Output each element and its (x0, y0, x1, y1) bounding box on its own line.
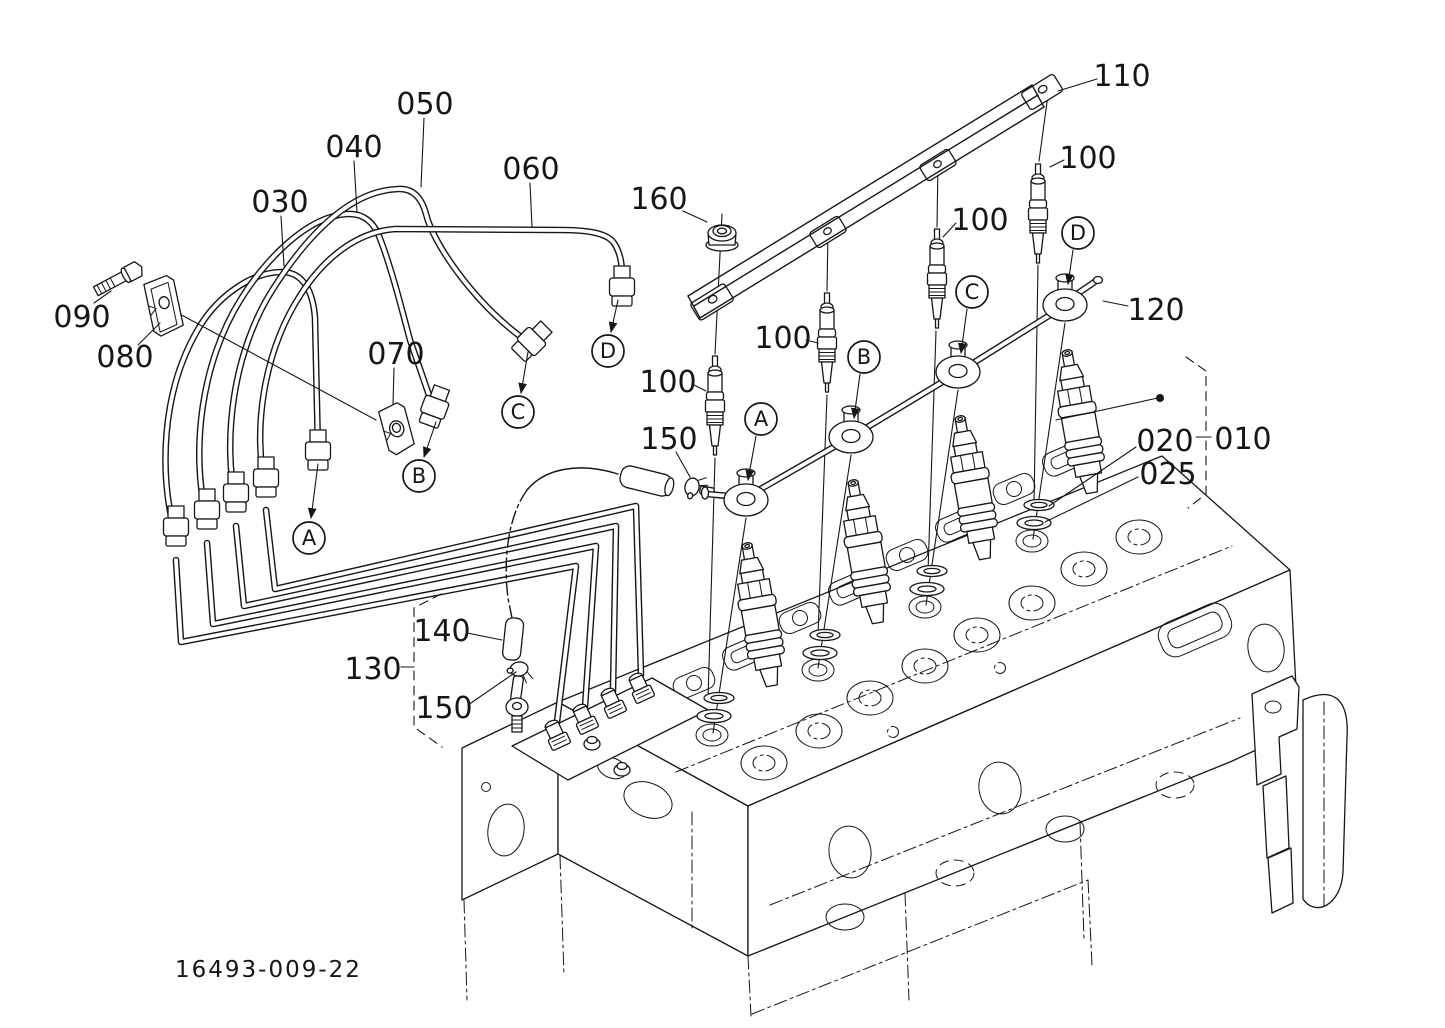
banjo-union-d (1042, 273, 1088, 322)
ref-circle-a-union: A (744, 402, 778, 436)
callout-040: 040 (325, 130, 382, 165)
ref-circle-c-union: C (955, 275, 989, 309)
ref-circle-b-union: B (847, 340, 881, 374)
glow-plug-3 (926, 228, 948, 329)
front-face-ports (769, 602, 1285, 931)
callout-030: 030 (251, 185, 308, 220)
injector-2 (802, 475, 898, 661)
pump-fittings (505, 669, 656, 752)
banjo-union-a (723, 468, 769, 517)
callout-090: 090 (53, 300, 110, 335)
cylinder-head (461, 435, 1348, 1017)
part-callouts: 030 040 050 060 070 080 090 100 100 100 … (53, 59, 1271, 726)
ref-circle-c-pipe: C (501, 395, 535, 429)
ref-circle-a-pipe: A (292, 521, 326, 555)
callout-100-3: 100 (951, 203, 1008, 238)
hose-upper (619, 465, 675, 497)
pipe-clamp-bolt-group (92, 261, 415, 456)
callout-020: 020 (1136, 424, 1193, 459)
pipe-end-ref-circles: A B C D (292, 334, 625, 555)
clamp-070 (378, 402, 415, 456)
union-ref-circles: A B C D (744, 216, 1095, 436)
callout-100-4: 100 (1059, 141, 1116, 176)
callout-110: 110 (1093, 59, 1150, 94)
injector-1 (696, 538, 792, 724)
injectors (696, 345, 1112, 724)
svg-text:D: D (1070, 221, 1086, 245)
callout-100-2: 100 (754, 321, 811, 356)
ref-circle-b-pipe: B (402, 459, 436, 493)
svg-text:C: C (965, 280, 980, 304)
callout-150-upper: 150 (640, 422, 697, 457)
leak-off-pipe (700, 273, 1104, 517)
banjo-union-c (935, 340, 981, 389)
return-elbow (505, 675, 529, 733)
ref-circle-d-union: D (1061, 216, 1095, 250)
callout-130: 130 (344, 652, 401, 687)
callout-060: 060 (502, 152, 559, 187)
callout-100-1: 100 (639, 365, 696, 400)
rail-nut-160 (705, 224, 739, 252)
injector-4 (1016, 345, 1112, 531)
injection-pipe-bundle (162, 185, 636, 547)
callout-160: 160 (630, 182, 687, 217)
group-bracket-010 (1055, 356, 1212, 509)
drawing-number: 16493-009-22 (175, 957, 362, 983)
callout-070: 070 (367, 337, 424, 372)
callout-140: 140 (413, 614, 470, 649)
svg-text:A: A (302, 526, 317, 550)
injector-bores (695, 529, 1049, 747)
leader-lines (93, 78, 1139, 706)
injector-3 (909, 411, 1005, 597)
callout-050: 050 (396, 87, 453, 122)
clamp-080 (143, 274, 184, 337)
callout-010: 010 (1214, 422, 1271, 457)
svg-text:B: B (412, 464, 426, 488)
banjo-union-b (828, 405, 874, 454)
right-end-bracket (1251, 675, 1348, 914)
svg-text:C: C (511, 400, 526, 424)
glow-plug-1 (704, 355, 726, 456)
glow-plug-2 (816, 292, 838, 393)
callout-120: 120 (1127, 293, 1184, 328)
group-bracket-130 (400, 593, 443, 748)
svg-text:D: D (600, 339, 616, 363)
injection-pipe-runs (172, 502, 645, 726)
bolt-090 (92, 261, 143, 297)
hose-140 (502, 617, 525, 661)
glow-plug-rail (687, 73, 1063, 321)
svg-text:B: B (857, 345, 871, 369)
glow-plug-4 (1027, 163, 1049, 264)
callout-080: 080 (96, 340, 153, 375)
ref-circle-d-pipe: D (591, 334, 625, 368)
return-hose-group (502, 465, 715, 687)
svg-text:A: A (754, 407, 769, 431)
callout-025: 025 (1139, 457, 1196, 492)
callout-150-lower: 150 (415, 691, 472, 726)
